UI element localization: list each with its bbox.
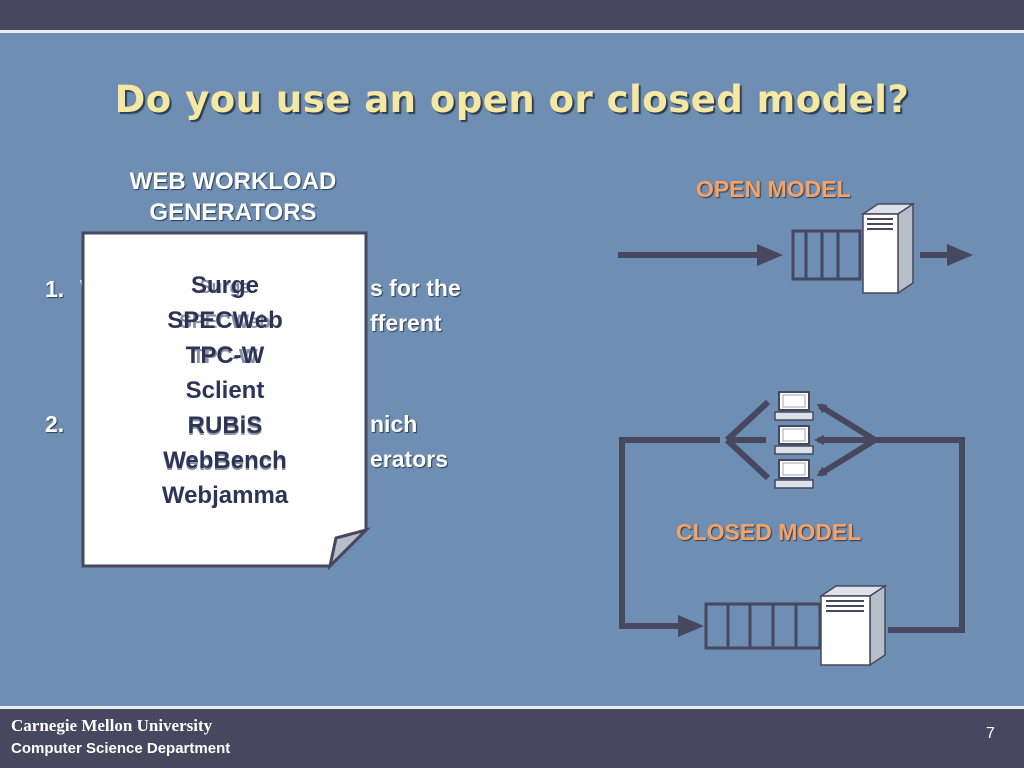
computer-icon (774, 425, 814, 455)
item-2-tail-line-2: erators (370, 446, 448, 472)
arrow-icon (757, 244, 783, 266)
generator-overlap-6: WebBench (163, 449, 287, 476)
generator-webbench: WebBench (163, 447, 287, 474)
generator-list: Surge SPECWeb TPC-W RUBiS WebBench Surge… (92, 268, 358, 513)
queue-icon (704, 602, 822, 650)
generator-overlap-2: SPECWeb (179, 312, 271, 333)
top-divider (0, 30, 1024, 33)
footer-department: Computer Science Department (11, 740, 231, 757)
item-1-tail-line-2: fferent (370, 310, 442, 336)
open-model-label: OPEN MODEL (696, 176, 851, 202)
bottom-divider (0, 706, 1024, 709)
queue-icon (791, 229, 862, 281)
server-icon (818, 584, 888, 667)
server-icon (860, 202, 916, 295)
item-2-tail-line-1: nich (370, 411, 418, 437)
top-bar (0, 0, 1024, 30)
generator-rubis: RUBiS (187, 412, 263, 439)
generator-tpcw: TPC-W (185, 342, 265, 369)
generator-overlap-1: Surge (199, 277, 251, 297)
footer-university: Carnegie Mellon University (11, 716, 213, 735)
item-1-number: 1. (45, 276, 65, 302)
generator-sclient: Sclient (185, 377, 265, 404)
closed-model-diagram (619, 391, 965, 667)
generator-overlap-3: TPC-W (192, 346, 258, 368)
generator-surge: Surge (190, 272, 259, 299)
footer-bar (0, 709, 1024, 768)
page-number: 7 (986, 725, 995, 742)
note-card (81, 231, 372, 570)
generator-specweb: SPECWeb (167, 307, 283, 334)
arrow-icon (678, 615, 704, 637)
item-1-tail-line-1: s for the (370, 275, 461, 301)
web-workload-generators-heading: WEB WORKLOAD GENERATORS (129, 168, 337, 226)
generator-overlap-5: RUBiS (187, 414, 263, 441)
open-model-diagram (618, 202, 973, 295)
computer-icon (774, 459, 814, 489)
closed-model-label: CLOSED MODEL (676, 519, 862, 545)
slide-title: Do you use an open or closed model? (114, 78, 910, 121)
arrow-icon (947, 244, 973, 266)
item-2-number: 2. (45, 411, 65, 437)
generator-webjamma: Webjamma (161, 482, 289, 509)
computer-icon (774, 391, 814, 421)
